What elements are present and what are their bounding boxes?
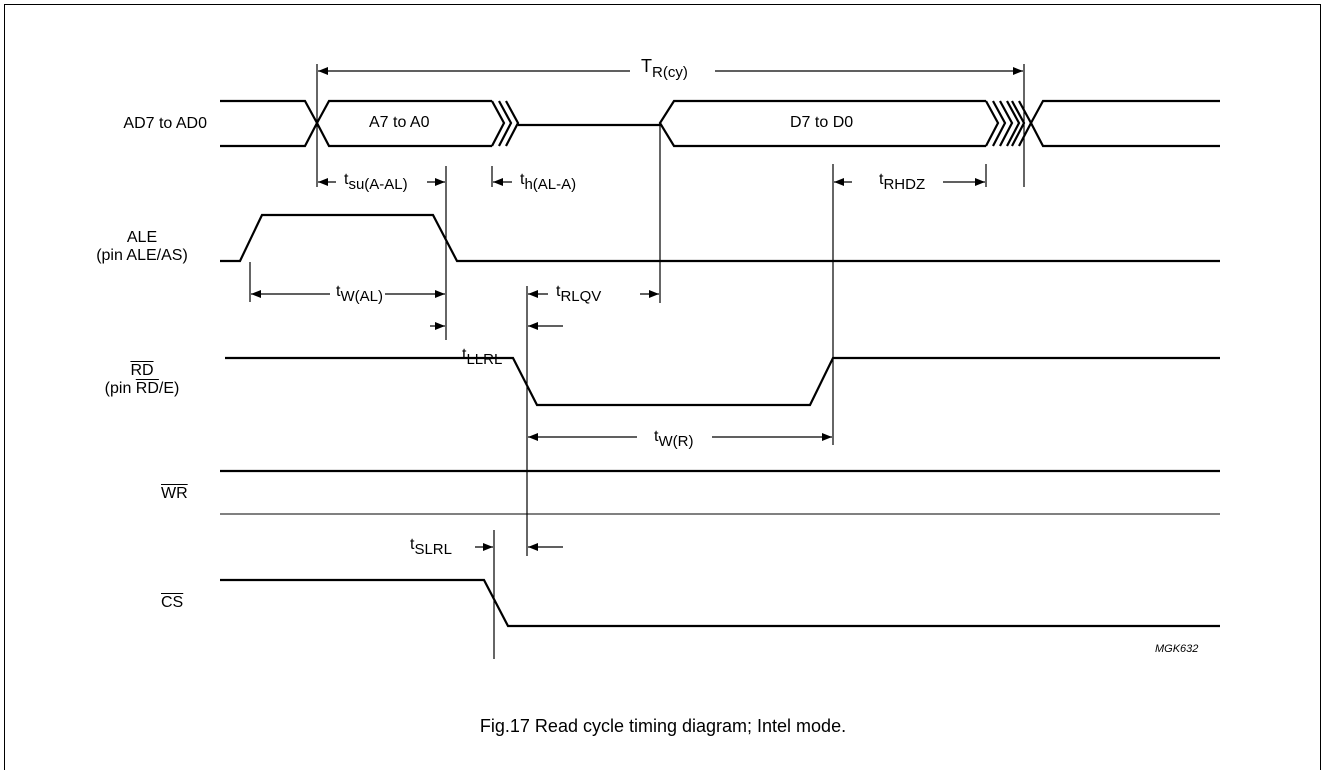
timing-label-tsu: tsu(A-AL) — [344, 171, 408, 193]
rd-waveform — [225, 356, 1220, 407]
cs-waveform — [220, 578, 1220, 628]
signal-label-rd: RD (pin RD/E) — [77, 362, 207, 398]
bus-label-data: D7 to D0 — [790, 114, 854, 131]
figure-caption: Fig.17 Read cycle timing diagram; Intel … — [479, 716, 847, 736]
timing-label-tslrl: tSLRL — [410, 536, 452, 558]
rd-label-line1: RD — [130, 362, 154, 379]
signal-label-ad: AD7 to AD0 — [123, 115, 207, 132]
signal-label-ale: ALE (pin ALE/AS) — [77, 229, 207, 265]
timing-label-trhdz: tRHDZ — [879, 171, 926, 193]
timing-label-tw-al: tW(AL) — [336, 283, 383, 305]
timing-label-trlqv: tRLQV — [556, 283, 602, 305]
ale-label-line1: ALE — [126, 229, 158, 246]
ale-waveform — [220, 213, 1220, 263]
bus-label-address: A7 to A0 — [369, 114, 430, 131]
timing-label-tw-r: tW(R) — [654, 428, 694, 450]
timing-label-tllrl: tLLRL — [462, 346, 503, 368]
ale-label-line2: (pin ALE/AS) — [96, 247, 188, 264]
figure-code: MGK632 — [1155, 643, 1199, 655]
rd-label-line2: (pin RD/E) — [104, 380, 180, 397]
timing-label-tr: TR(cy) — [641, 56, 688, 81]
figure-frame — [4, 4, 1321, 770]
signal-label-wr: WR — [161, 485, 188, 502]
signal-label-cs: CS — [161, 594, 184, 611]
timing-label-th: th(AL-A) — [520, 171, 577, 193]
